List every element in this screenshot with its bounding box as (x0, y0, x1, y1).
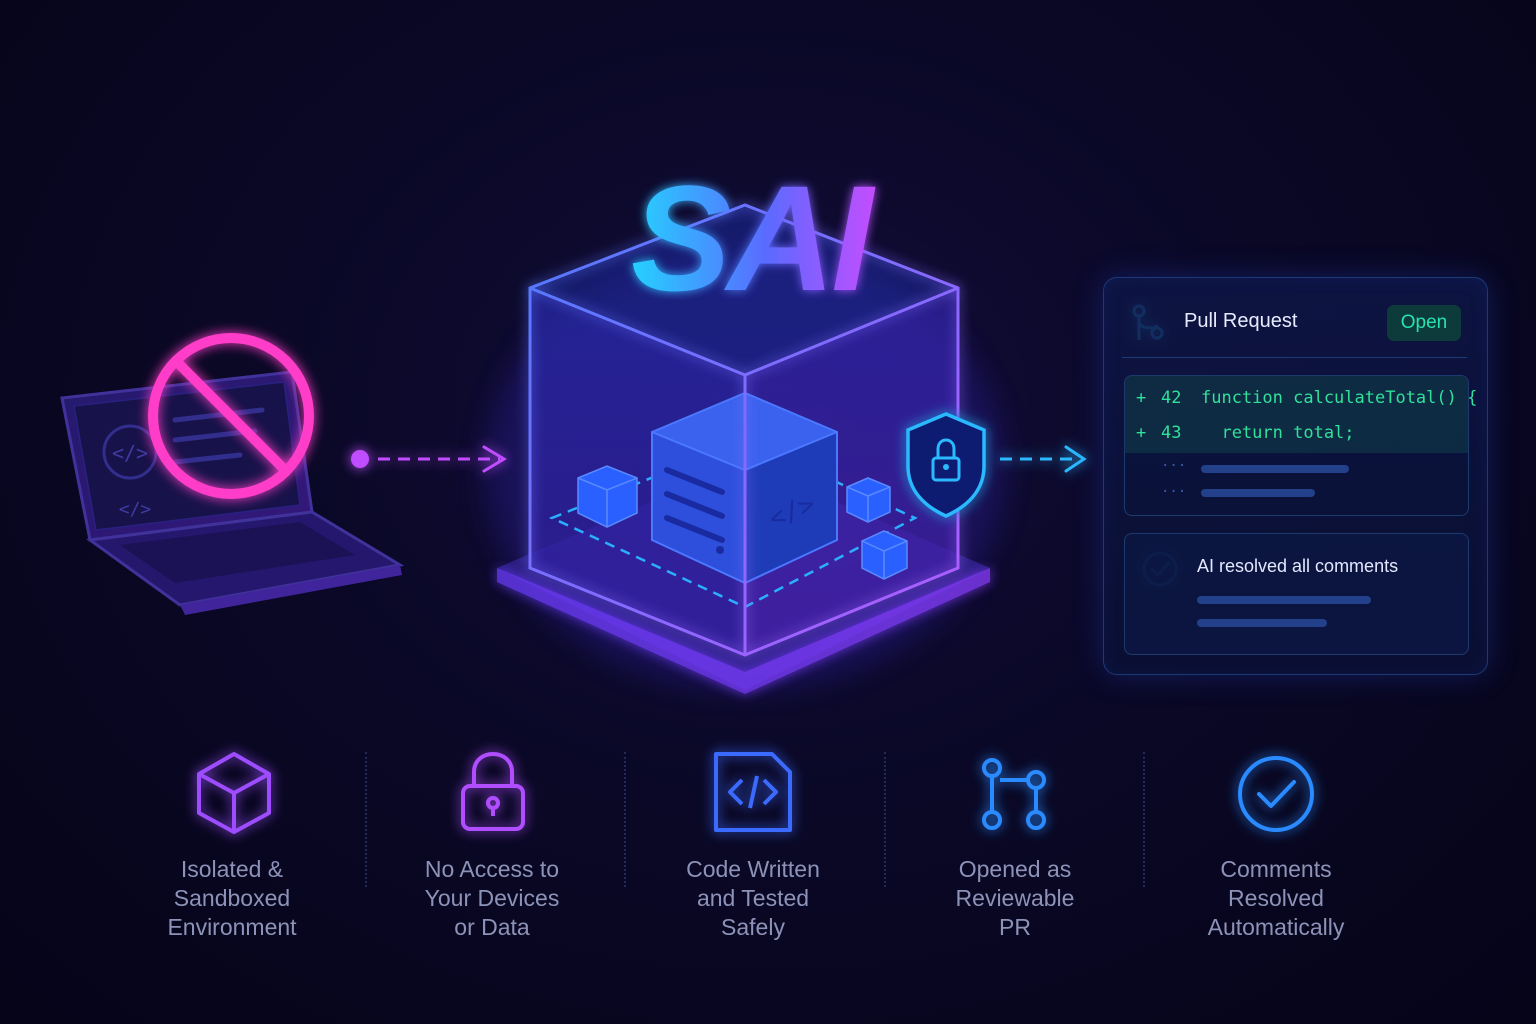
code-file-icon (714, 752, 792, 832)
svg-text:</>: </> (112, 441, 148, 465)
placeholder-line (1197, 596, 1371, 604)
collapsed-lines-marker: ··· (1161, 458, 1187, 474)
prohibited-icon (148, 333, 314, 499)
diff-marker: + (1136, 423, 1147, 443)
svg-text:</>: </> (119, 499, 152, 520)
flow-arrow-right (1000, 445, 1087, 473)
comment-status-box (1124, 533, 1469, 655)
laptop-icon: </> </> (60, 370, 405, 615)
lock-icon (461, 752, 525, 831)
feature-separator (624, 752, 626, 887)
cube-icon (197, 752, 271, 834)
collapsed-lines-marker: ··· (1161, 484, 1187, 500)
flow-arrow-left (351, 445, 507, 473)
diff-code: function calculateTotal() { (1201, 388, 1478, 408)
diff-line-number: 43 (1161, 423, 1182, 443)
diff-marker: + (1136, 388, 1147, 408)
check-circle-feature-icon (1238, 756, 1314, 832)
pr-divider (1122, 357, 1467, 358)
diff-code: return total; (1201, 423, 1355, 443)
feature-separator (1143, 752, 1145, 887)
pr-status-badge: Open (1387, 305, 1461, 341)
code-diff-highlight (1125, 376, 1468, 453)
diff-line-number: 42 (1161, 388, 1182, 408)
sai-logo: SAI (600, 150, 900, 322)
sandbox-container: </> (497, 203, 990, 694)
comment-status-text: AI resolved all comments (1197, 556, 1399, 576)
git-branch-icon (982, 758, 1046, 830)
placeholder-line (1201, 465, 1349, 473)
placeholder-line (1197, 619, 1327, 627)
placeholder-line (1201, 489, 1315, 497)
sai-logo-text: SAI (631, 154, 876, 300)
feature-separator (365, 752, 367, 887)
pr-title: Pull Request (1184, 310, 1298, 332)
shield-lock-icon (906, 412, 986, 518)
feature-separator (884, 752, 886, 887)
